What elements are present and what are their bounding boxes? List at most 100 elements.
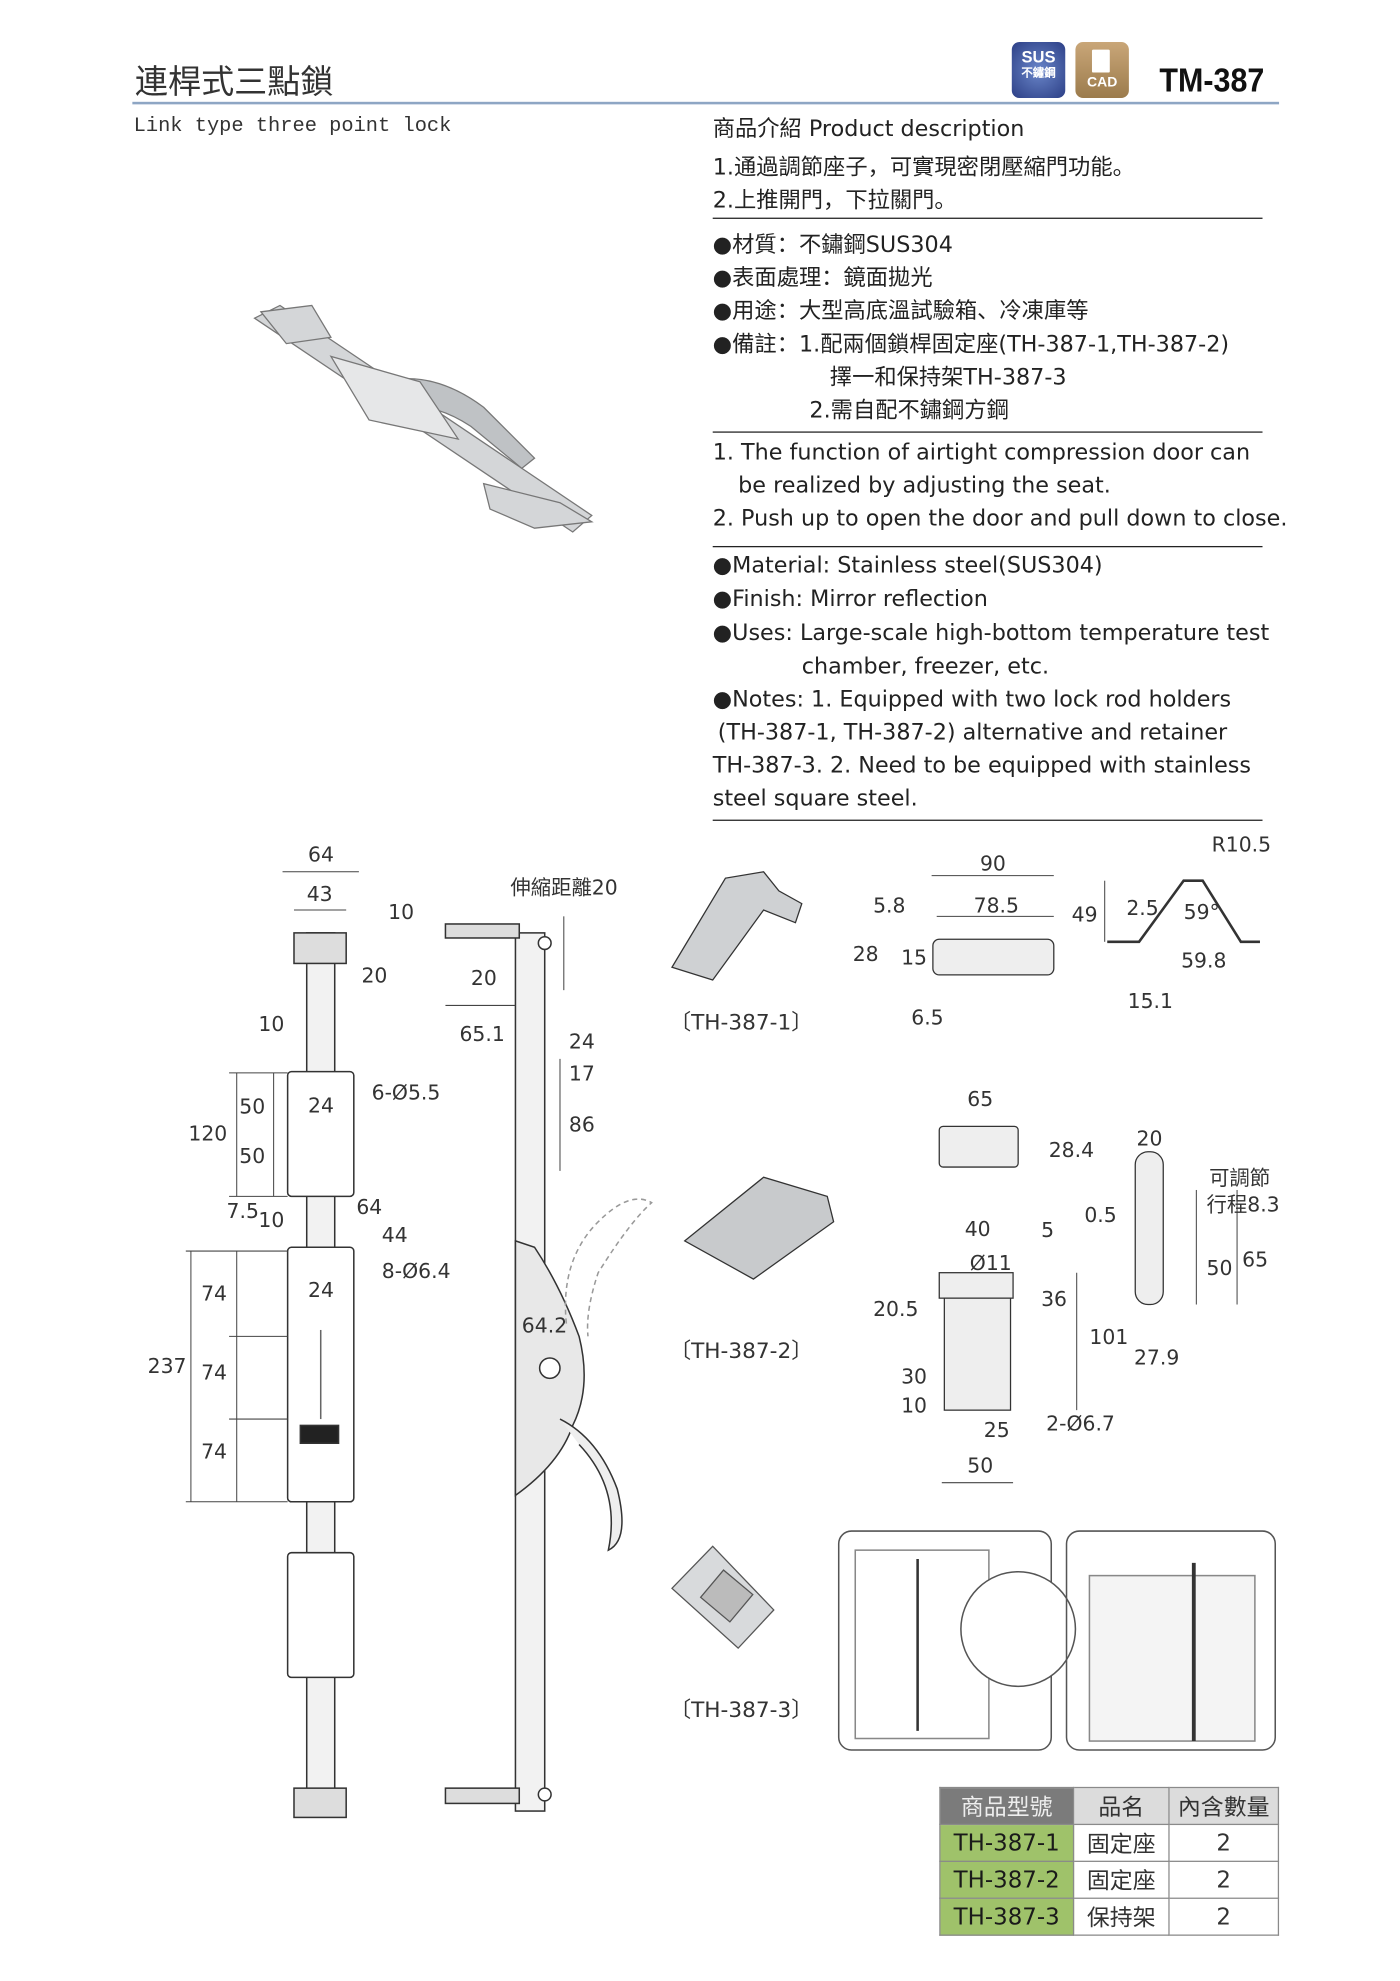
dimension-label: 43 — [306, 881, 333, 907]
dimension-label: 6-Ø5.5 — [371, 1080, 441, 1105]
part-name: 固定座 — [1072, 1860, 1170, 1899]
description-heading: 商品介紹 Product description — [712, 117, 1025, 143]
dimension-label: 24 — [568, 1029, 595, 1054]
table-row: TH-387-2 固定座 2 — [939, 1860, 1280, 1899]
dimension-label: 44 — [381, 1223, 408, 1248]
dimension-label: 25 — [983, 1417, 1010, 1442]
table-header-row: 商品型號 品名 內含數量 — [939, 1786, 1280, 1826]
zh-spec: ●用途：大型高底溫試驗箱、冷凍庫等 — [712, 299, 1089, 325]
part-caption: 〔TH-387-1〕 — [669, 1010, 813, 1036]
zh-spec: 擇一和保持架TH-387-3 — [829, 365, 1067, 391]
dimension-label: 15.1 — [1127, 988, 1173, 1014]
dimension-label: 30 — [901, 1364, 927, 1389]
dimension-label: 65.1 — [459, 1021, 505, 1047]
dimension-label: 24 — [307, 1277, 334, 1302]
dimension-label: 10 — [258, 1207, 285, 1232]
dimension-label: 27.9 — [1133, 1345, 1180, 1370]
dimension-label: 50 — [1206, 1256, 1233, 1281]
dimension-label: 50 — [239, 1144, 266, 1169]
dimension-label: 2.5 — [1126, 895, 1159, 921]
dimension-label: 28 — [852, 941, 879, 966]
table-row: TH-387-1 固定座 2 — [939, 1823, 1280, 1862]
en-spec: steel square steel. — [712, 786, 918, 812]
dimension-label: 可調節 — [1209, 1165, 1271, 1190]
table-row: TH-387-3 保持架 2 — [939, 1897, 1280, 1936]
dimension-label: 20.5 — [873, 1296, 919, 1322]
column-header: 品名 — [1072, 1786, 1170, 1826]
dimension-label: 237 — [147, 1354, 187, 1379]
th-387-2-drawing — [683, 1125, 1238, 1484]
dimension-label: 10 — [258, 1011, 285, 1036]
th-387-3-drawing — [671, 1545, 775, 1650]
product-title-zh: 連桿式三點鎖 — [134, 63, 334, 102]
part-code: TH-387-2 — [939, 1860, 1075, 1899]
model-number: TM-387 — [1159, 61, 1265, 100]
dimension-label: 28.4 — [1048, 1137, 1095, 1162]
dimension-label: 0.5 — [1084, 1202, 1117, 1227]
dimension-label: 59° — [1183, 899, 1220, 924]
zh-point: 2.上推開門，下拉關門。 — [712, 188, 957, 214]
dimension-label: 64 — [307, 842, 334, 867]
part-caption: 〔TH-387-2〕 — [669, 1338, 813, 1365]
dimension-label: 65 — [1242, 1247, 1269, 1272]
dimension-label: 5.8 — [873, 893, 906, 918]
dimension-label: 65 — [967, 1086, 994, 1112]
dimension-label: 50 — [239, 1094, 266, 1119]
en-spec: TH-387-3. 2. Need to be equipped with st… — [712, 753, 1252, 779]
th-387-1-drawing — [671, 871, 1260, 981]
header-divider — [132, 101, 1280, 105]
zh-spec: 2.需自配不鏽鋼方鋼 — [809, 398, 1009, 424]
part-name: 固定座 — [1072, 1823, 1170, 1862]
dimension-label: 15 — [901, 945, 927, 970]
column-header: 內含數量 — [1168, 1786, 1280, 1826]
dimension-label: 20 — [470, 965, 497, 991]
dimension-label: 5 — [1041, 1217, 1055, 1243]
installation-illustrations — [837, 1530, 1277, 1751]
part-quantity: 2 — [1168, 1860, 1280, 1899]
dimension-label: 36 — [1041, 1286, 1067, 1311]
part-name: 保持架 — [1072, 1897, 1170, 1936]
dimension-label: 24 — [307, 1093, 334, 1118]
dimension-label: 101 — [1089, 1324, 1129, 1350]
divider — [712, 819, 1263, 821]
dimension-label: R10.5 — [1211, 832, 1272, 857]
dimension-label: 50 — [967, 1453, 994, 1478]
dimension-label: 90 — [979, 851, 1006, 876]
dimension-label: Ø11 — [969, 1251, 1012, 1276]
en-spec: ●Notes: 1. Equipped with two lock rod ho… — [712, 687, 1232, 713]
dimension-label: 64 — [356, 1195, 383, 1220]
dimension-label: 74 — [201, 1281, 227, 1306]
front-view-drawing — [185, 871, 359, 1819]
product-title-en: Link type three point lock — [133, 114, 452, 138]
parts-table: 商品型號 品名 內含數量 TH-387-1 固定座 2 TH-387-2 固定座… — [939, 1786, 1280, 1936]
dimension-label: 7.5 — [226, 1198, 259, 1224]
dimension-label: 64.2 — [521, 1313, 568, 1338]
dimension-label: 伸縮距離20 — [510, 875, 618, 900]
column-header: 商品型號 — [939, 1786, 1075, 1826]
dimension-label: 74 — [201, 1360, 227, 1385]
side-view-drawing — [444, 916, 653, 1812]
part-quantity: 2 — [1168, 1823, 1280, 1862]
dimension-label: 行程8.3 — [1206, 1192, 1280, 1217]
part-code: TH-387-1 — [939, 1823, 1075, 1862]
dimension-label: 20 — [1136, 1126, 1163, 1151]
divider — [712, 431, 1263, 433]
en-spec: ●Uses: Large-scale high-bottom temperatu… — [712, 621, 1270, 647]
dimension-label: 17 — [568, 1061, 595, 1086]
dimension-label: 8-Ø6.4 — [381, 1258, 451, 1283]
dimension-label: 120 — [188, 1121, 228, 1146]
dimension-label: 10 — [901, 1393, 927, 1418]
en-point: 2. Push up to open the door and pull dow… — [712, 506, 1288, 532]
part-caption: 〔TH-387-3〕 — [669, 1697, 813, 1724]
zh-spec: ●材質：不鏽鋼SUS304 — [712, 232, 953, 259]
dimension-label: 2-Ø6.7 — [1046, 1411, 1115, 1436]
dimension-label: 6.5 — [911, 1005, 944, 1030]
en-spec: ●Finish: Mirror reflection — [712, 586, 988, 613]
en-point: be realized by adjusting the seat. — [738, 473, 1111, 499]
cad-file-badge-icon[interactable]: CAD — [1075, 41, 1129, 98]
product-photo — [253, 304, 594, 533]
en-spec: ●Material: Stainless steel(SUS304) — [712, 553, 1103, 580]
en-spec: (TH-387-1, TH-387-2) alternative and ret… — [717, 720, 1228, 746]
